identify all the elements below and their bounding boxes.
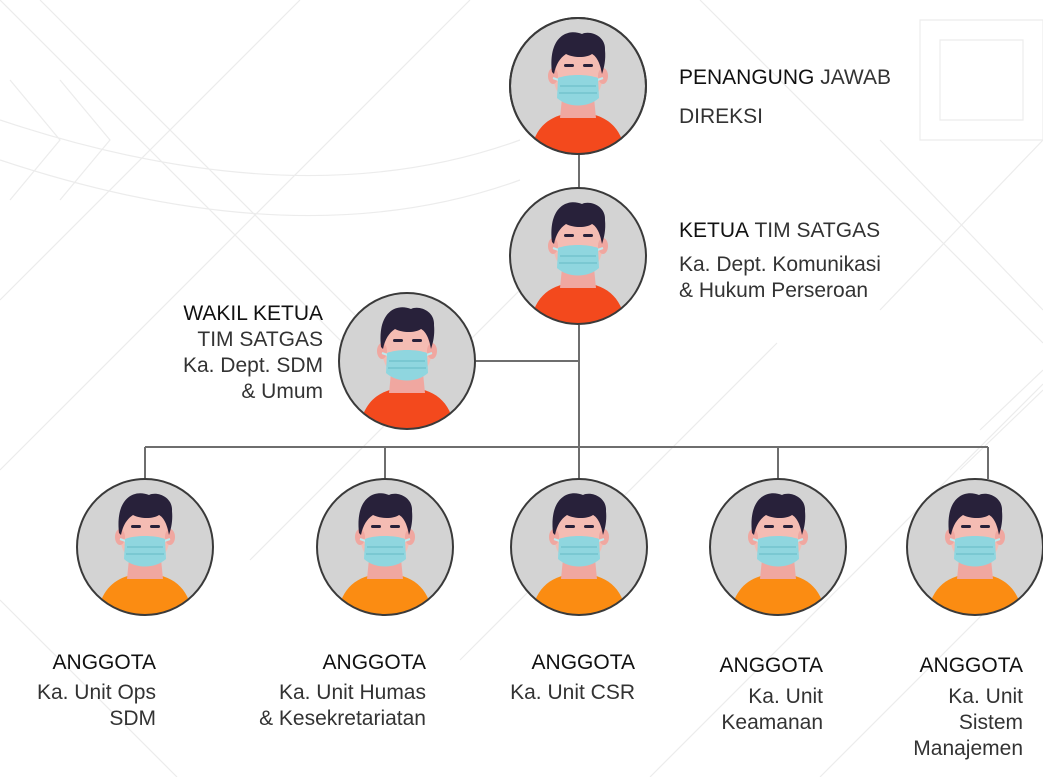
anggota-4-line1: Ka. Unit bbox=[748, 685, 823, 708]
anggota-1-label: ANGGOTA Ka. Unit Ops SDM bbox=[37, 650, 156, 732]
anggota-3-avatar bbox=[510, 478, 648, 616]
anggota-1-line2: SDM bbox=[109, 707, 156, 730]
anggota-5-role: ANGGOTA bbox=[919, 654, 1023, 677]
penanggung-jawab-role: PENANGUNG JAWAB bbox=[679, 65, 891, 91]
anggota-5-avatar bbox=[906, 478, 1043, 616]
wakil-ketua-avatar bbox=[338, 292, 476, 430]
penanggung-jawab-role-bold: PENANGUNG bbox=[679, 66, 815, 89]
wakil-ketua-line1: TIM SATGAS bbox=[197, 328, 323, 351]
anggota-3-line1: Ka. Unit CSR bbox=[510, 681, 635, 704]
ketua-line1: Ka. Dept. Komunikasi bbox=[679, 253, 881, 276]
anggota-4-role: ANGGOTA bbox=[719, 654, 823, 677]
anggota-4-label: ANGGOTA Ka. Unit Keamanan bbox=[720, 653, 823, 736]
wakil-ketua-label: WAKIL KETUA TIM SATGAS Ka. Dept. SDM & U… bbox=[183, 301, 323, 405]
ketua-avatar bbox=[509, 187, 647, 325]
wakil-ketua-role: WAKIL KETUA bbox=[183, 302, 323, 325]
anggota-2-line1: Ka. Unit Humas bbox=[278, 681, 426, 704]
anggota-1-role: ANGGOTA bbox=[52, 651, 156, 674]
anggota-2-line2: & Kesekretariatan bbox=[259, 707, 426, 730]
penanggung-jawab-avatar bbox=[509, 17, 647, 155]
ketua-label: KETUA TIM SATGAS Ka. Dept. Komunikasi & … bbox=[679, 218, 881, 304]
penanggung-jawab-line1: DIREKSI bbox=[679, 105, 764, 128]
anggota-5-label: ANGGOTA Ka. Unit Sistem Manajemen bbox=[913, 653, 1023, 762]
ketua-line2: & Hukum Perseroan bbox=[679, 279, 869, 302]
anggota-2-label: ANGGOTA Ka. Unit Humas & Kesekretariatan bbox=[259, 650, 426, 732]
anggota-1-line1: Ka. Unit Ops bbox=[36, 681, 156, 704]
anggota-2-role: ANGGOTA bbox=[322, 651, 426, 674]
ketua-role-rest: TIM SATGAS bbox=[749, 219, 881, 242]
penanggung-jawab-role-rest: JAWAB bbox=[814, 66, 891, 89]
ketua-role-bold: KETUA bbox=[679, 219, 750, 242]
ketua-role: KETUA TIM SATGAS bbox=[679, 218, 881, 244]
anggota-2-avatar bbox=[316, 478, 454, 616]
anggota-4-line2: Keamanan bbox=[721, 711, 823, 734]
anggota-3-role: ANGGOTA bbox=[531, 651, 635, 674]
anggota-1-avatar bbox=[76, 478, 214, 616]
anggota-5-line2: Sistem bbox=[958, 711, 1023, 734]
anggota-3-label: ANGGOTA Ka. Unit CSR bbox=[510, 650, 635, 706]
anggota-4-avatar bbox=[709, 478, 847, 616]
wakil-ketua-line3: & Umum bbox=[241, 380, 323, 403]
anggota-5-line1: Ka. Unit bbox=[948, 685, 1023, 708]
penanggung-jawab-label: PENANGUNG JAWAB DIREKSI bbox=[679, 65, 891, 130]
wakil-ketua-line2: Ka. Dept. SDM bbox=[182, 354, 323, 377]
anggota-5-line3: Manajemen bbox=[913, 737, 1023, 760]
